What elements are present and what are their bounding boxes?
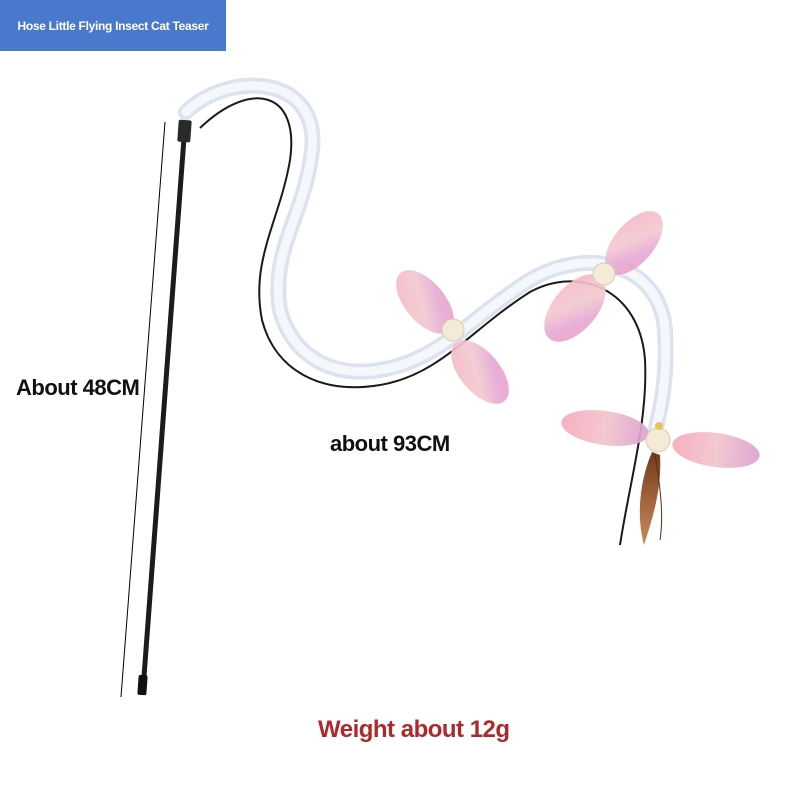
hose-length-label: about 93CM <box>330 431 450 456</box>
flying-insect-2 <box>544 211 663 342</box>
weight-label: Weight about 12g <box>318 716 510 743</box>
hose-measure-line <box>199 97 647 546</box>
rod-measure-line <box>120 121 166 698</box>
title-banner: Hose Little Flying Insect Cat Teaser <box>0 0 226 51</box>
flying-insect-3 <box>561 410 760 468</box>
flying-insect-1 <box>396 270 509 404</box>
feather-tail <box>639 452 663 545</box>
teaser-rod <box>137 119 192 696</box>
title-text: Hose Little Flying Insect Cat Teaser <box>17 18 209 33</box>
rod-length-label: About 48CM <box>16 375 140 400</box>
